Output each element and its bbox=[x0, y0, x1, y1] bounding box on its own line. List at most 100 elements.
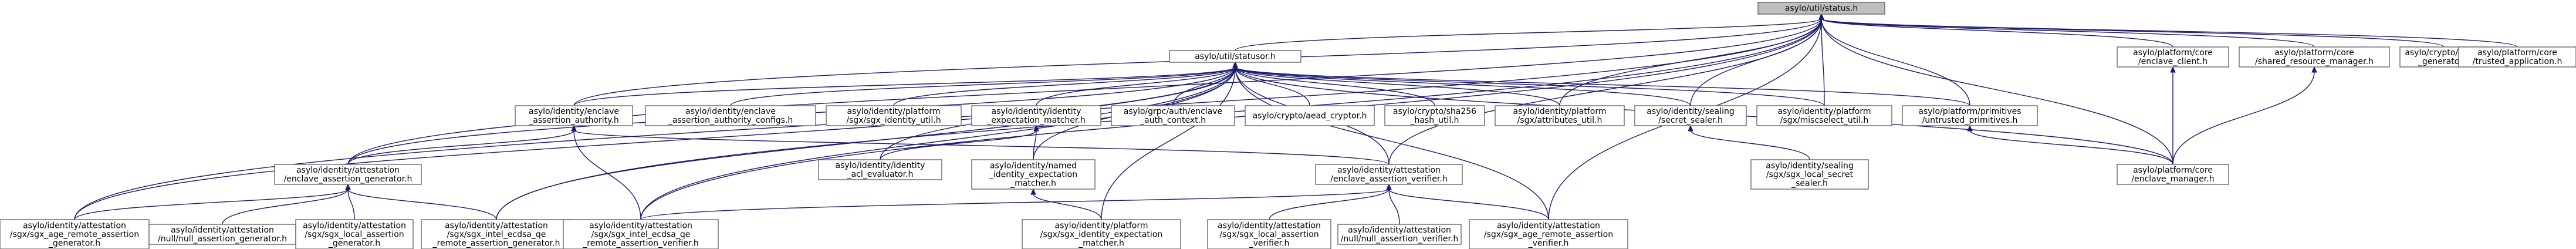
edge-line bbox=[573, 66, 1236, 106]
edge-n0-n1 bbox=[1235, 13, 1824, 51]
graph-node[interactable]: asylo/identity/attestation/null/null_ass… bbox=[1337, 224, 1462, 245]
edge-line bbox=[1821, 18, 2518, 48]
graph-node[interactable]: asylo/identity/attestation/enclave_asser… bbox=[1315, 164, 1463, 185]
node-label-line: asylo/identity/attestation bbox=[303, 221, 406, 231]
edge-n0-n22 bbox=[1818, 13, 2173, 165]
graph-node[interactable]: asylo/identity/platform/sgx/sgx_identity… bbox=[1022, 219, 1181, 249]
node-label-line: asylo/identity/platform bbox=[1513, 107, 1607, 116]
edge-n17-n24 bbox=[222, 183, 351, 225]
node-label-line: asylo/identity/enclave bbox=[685, 107, 776, 116]
edge-line bbox=[1036, 66, 1236, 106]
node-box bbox=[1169, 50, 1301, 63]
edge-n1-n23 bbox=[74, 61, 1238, 220]
node-label-line: asylo/identity/sealing bbox=[1647, 107, 1735, 116]
node-box bbox=[1207, 219, 1331, 249]
node-label-line: asylo/crypto/sha256 bbox=[1393, 107, 1476, 116]
edge-line bbox=[1821, 18, 1970, 106]
graph-node[interactable]: asylo/identity/enclave_assertion_authori… bbox=[645, 105, 816, 126]
node-box bbox=[1022, 219, 1181, 249]
graph-node[interactable]: asylo/identity/attestation/sgx/sgx_intel… bbox=[421, 219, 572, 249]
node-box bbox=[2117, 46, 2229, 68]
edge-line bbox=[1235, 66, 1549, 220]
graph-node[interactable]: asylo/identity/attestation/sgx/sgx_local… bbox=[1207, 219, 1331, 249]
edge-arrowhead bbox=[571, 124, 577, 132]
graph-node[interactable]: asylo/identity/attestation/sgx/sgx_local… bbox=[295, 219, 414, 249]
node-box bbox=[1634, 105, 1747, 126]
graph-node[interactable]: asylo/identity/enclave_assertion_authori… bbox=[515, 105, 633, 126]
edge-n2-n22 bbox=[2170, 66, 2176, 165]
node-label-line: _hash_util.h bbox=[1409, 116, 1459, 125]
graph-node[interactable]: asylo/identity/identity_acl_evaluator.h bbox=[818, 159, 942, 180]
node-label-line: /enclave_assertion_verifier.h bbox=[1330, 174, 1447, 184]
root-node[interactable]: asylo/util/status.h bbox=[1757, 2, 1885, 15]
node-label-line: /sgx/miscselect_util.h bbox=[1780, 116, 1868, 125]
edge-line bbox=[74, 189, 349, 220]
node-box bbox=[826, 105, 962, 126]
graph-node[interactable]: asylo/crypto/aead_cryptor.h bbox=[1245, 105, 1375, 126]
graph-node[interactable]: asylo/identity/platform/sgx/attributes_u… bbox=[1495, 105, 1625, 126]
node-label-line: _matcher.h bbox=[1078, 239, 1124, 248]
graph-node[interactable]: asylo/identity/named_identity_expectatio… bbox=[971, 159, 1096, 190]
graph-node[interactable]: asylo/platform/primitives/untrusted_prim… bbox=[1902, 105, 2038, 126]
node-label-line: /sgx/sgx_intel_ecdsa_qe bbox=[447, 230, 546, 240]
edge-arrowhead bbox=[1386, 183, 1392, 190]
node-label-line: asylo/identity/attestation bbox=[23, 221, 126, 231]
edge-line bbox=[1235, 66, 1970, 106]
node-label-line: asylo/identity/platform bbox=[847, 107, 941, 116]
edge-line bbox=[1821, 18, 1825, 106]
graph-node[interactable]: asylo/identity/attestation/enclave_asser… bbox=[274, 164, 422, 185]
node-box bbox=[1245, 105, 1375, 126]
graph-node[interactable]: asylo/platform/core/shared_resource_mana… bbox=[2239, 46, 2390, 68]
edge-n0-n5 bbox=[1818, 13, 2518, 48]
graph-node[interactable]: asylo/identity/platform/sgx/miscselect_u… bbox=[1756, 105, 1892, 126]
node-label-line: /sgx/sgx_age_remote_assertion bbox=[10, 230, 139, 240]
edge-line bbox=[730, 66, 1236, 106]
graph-node[interactable]: asylo/identity/platform/sgx/sgx_identity… bbox=[826, 105, 962, 126]
node-box bbox=[1469, 219, 1628, 249]
graph-node[interactable]: asylo/platform/core/enclave_client.h bbox=[2117, 46, 2229, 68]
edge-n0-n3 bbox=[1818, 13, 2315, 48]
edge-line bbox=[1821, 18, 2315, 48]
graph-node[interactable]: asylo/identity/attestation/sgx/sgx_age_r… bbox=[1469, 219, 1628, 249]
edge-arrowhead bbox=[1967, 124, 1973, 132]
node-label-line: /sgx/sgx_intel_ecdsa_qe bbox=[591, 230, 691, 240]
node-label-line: asylo/identity/attestation bbox=[171, 226, 274, 235]
graph-node[interactable]: asylo/identity/sealing/secret_sealer.h bbox=[1634, 105, 1747, 126]
edge-line bbox=[640, 189, 1390, 220]
node-label-line: /sgx/sgx_identity_util.h bbox=[846, 116, 941, 125]
node-label-line: /null/null_assertion_generator.h bbox=[158, 234, 287, 244]
graph-node[interactable]: asylo/crypto/sha256_hash_util.h bbox=[1384, 105, 1485, 126]
edge-line bbox=[74, 66, 1236, 220]
edge-line bbox=[880, 130, 1037, 160]
graph-node[interactable]: asylo/platform/core/trusted_application.… bbox=[2458, 46, 2576, 68]
node-box bbox=[818, 159, 942, 180]
edge-n9-n19 bbox=[1033, 124, 1039, 160]
graph-node[interactable]: asylo/identity/attestation/sgx/sgx_intel… bbox=[563, 219, 719, 249]
graph-node[interactable]: asylo/platform/core/enclave_manager.h bbox=[2117, 164, 2229, 185]
node-label-line: _assertion_authority.h bbox=[528, 116, 618, 125]
graph-node[interactable]: asylo/identity/attestation/sgx/sgx_age_r… bbox=[0, 219, 150, 249]
node-label-line: asylo/identity/enclave bbox=[529, 107, 619, 116]
node-box bbox=[274, 164, 422, 185]
edge-line bbox=[1388, 189, 1549, 220]
node-box bbox=[148, 224, 296, 245]
graph-node[interactable]: asylo/identity/sealing/sgx/sgx_local_sec… bbox=[1750, 159, 1869, 190]
graph-node[interactable]: asylo/grpc/auth/enclave_auth_context.h bbox=[1111, 105, 1235, 126]
edge-line bbox=[1690, 130, 1810, 160]
graph-node[interactable]: asylo/util/statusor.h bbox=[1169, 50, 1301, 63]
node-label-line: /enclave_manager.h bbox=[2131, 174, 2214, 184]
node-label-line: _verifier.h bbox=[1249, 239, 1290, 248]
node-box bbox=[1495, 105, 1625, 126]
edge-n20-n31 bbox=[1386, 183, 1549, 220]
node-label-line: _assertion_authority_configs.h bbox=[668, 116, 793, 125]
graph-node[interactable]: asylo/identity/identity_expectation_matc… bbox=[971, 105, 1101, 126]
node-label-line: _expectation_matcher.h bbox=[986, 116, 1085, 125]
edge-line bbox=[347, 130, 574, 165]
graph-node[interactable]: asylo/identity/attestation/null/null_ass… bbox=[148, 224, 296, 245]
node-label-line: /trusted_application.h bbox=[2473, 57, 2563, 66]
node-label-line: asylo/platform/core bbox=[2133, 48, 2213, 58]
node-box bbox=[1337, 224, 1462, 245]
edge-arrowhead bbox=[1030, 188, 1036, 195]
node-label-line: _generator.h bbox=[2418, 57, 2470, 66]
